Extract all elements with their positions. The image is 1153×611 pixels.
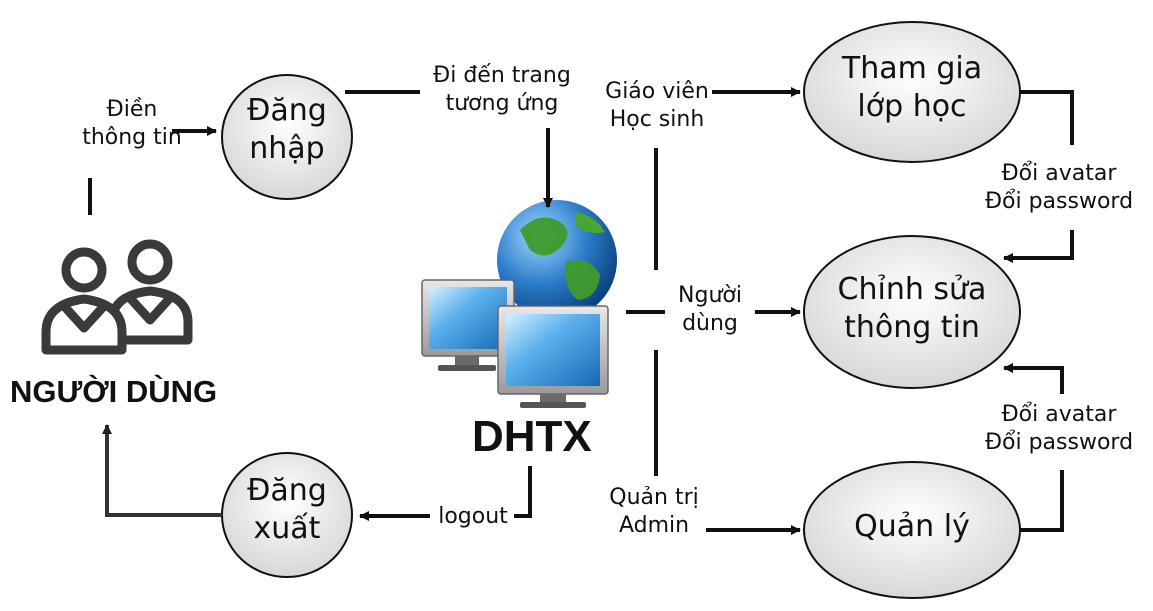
- ellipse-edit-info: [803, 235, 1021, 389]
- edge-label-teacher-student-line1: Giáo viên: [605, 79, 709, 104]
- connectors: [88, 87, 1074, 535]
- edge-label-logout: logout: [428, 503, 518, 531]
- edge-label-logout-line1: logout: [438, 504, 508, 529]
- users-icon: [41, 239, 193, 355]
- node-edit-info-line1: Chỉnh sửa: [837, 272, 987, 307]
- system-label: DHTX: [472, 412, 592, 461]
- node-edit-info-line2: thông tin: [844, 309, 980, 345]
- edge-manage-right-top: [1003, 363, 1064, 394]
- edge-label-goto-page-line2: tương ứng: [445, 90, 559, 116]
- edge-label-fill-info: Điền thông tin: [70, 96, 194, 151]
- edge-label-admin: Quản trị Admin: [594, 484, 714, 539]
- node-edit-info: Chỉnh sửa thông tin: [804, 271, 1020, 346]
- node-login-line2: nhập: [249, 130, 325, 166]
- edge-label-change-bottom-line1: Đổi avatar: [1001, 402, 1117, 427]
- edge-logout-to-actor: [102, 424, 222, 517]
- node-login: Đăng nhập: [222, 92, 352, 167]
- edge-label-change-top: Đổi avatar Đổi password: [974, 160, 1144, 215]
- edge-join-right-bottom: [1003, 230, 1074, 263]
- node-join-class-line1: Tham gia: [841, 51, 983, 86]
- edge-label-change-bottom: Đổi avatar Đổi password: [974, 401, 1144, 456]
- edge-label-teacher-student: Giáo viên Học sinh: [592, 78, 722, 133]
- node-logout-line2: xuất: [253, 510, 321, 546]
- node-join-class: Tham gia lớp học: [804, 50, 1020, 125]
- edge-label-change-top-line2: Đổi password: [984, 188, 1134, 214]
- ellipse-login: [221, 74, 353, 200]
- network-globe-icon: [421, 200, 617, 408]
- edge-label-goto-page: Đi đến trang tương ứng: [412, 62, 592, 117]
- edge-label-user-line1: Người: [678, 283, 742, 308]
- edge-label-change-bottom-line2: Đổi password: [984, 429, 1134, 455]
- edge-label-fill-info-line1: Điền: [106, 97, 158, 122]
- node-login-line1: Đăng: [247, 93, 327, 128]
- edge-join-right-top: [1020, 90, 1074, 145]
- edge-label-teacher-student-line2: Học sinh: [609, 106, 705, 132]
- actor-label: NGƯỜI DÙNG: [10, 374, 218, 409]
- edge-manage-right-bottom: [1020, 470, 1064, 532]
- node-manage-line1: Quản lý: [854, 509, 970, 544]
- edge-label-user-line2: dùng: [682, 310, 738, 336]
- edge-label-goto-page-line1: Đi đến trang: [433, 63, 571, 88]
- node-manage: Quản lý: [804, 508, 1020, 546]
- node-join-class-line2: lớp học: [857, 88, 967, 124]
- edge-label-admin-line2: Admin: [618, 512, 690, 538]
- edge-label-change-top-line1: Đổi avatar: [1001, 161, 1117, 186]
- node-logout-line1: Đăng: [247, 473, 327, 508]
- edge-label-fill-info-line2: thông tin: [82, 124, 182, 150]
- node-logout: Đăng xuất: [222, 472, 352, 547]
- edge-label-admin-line1: Quản trị: [609, 485, 699, 510]
- edge-system-down: [514, 466, 532, 518]
- edge-label-user: Người dùng: [665, 282, 755, 337]
